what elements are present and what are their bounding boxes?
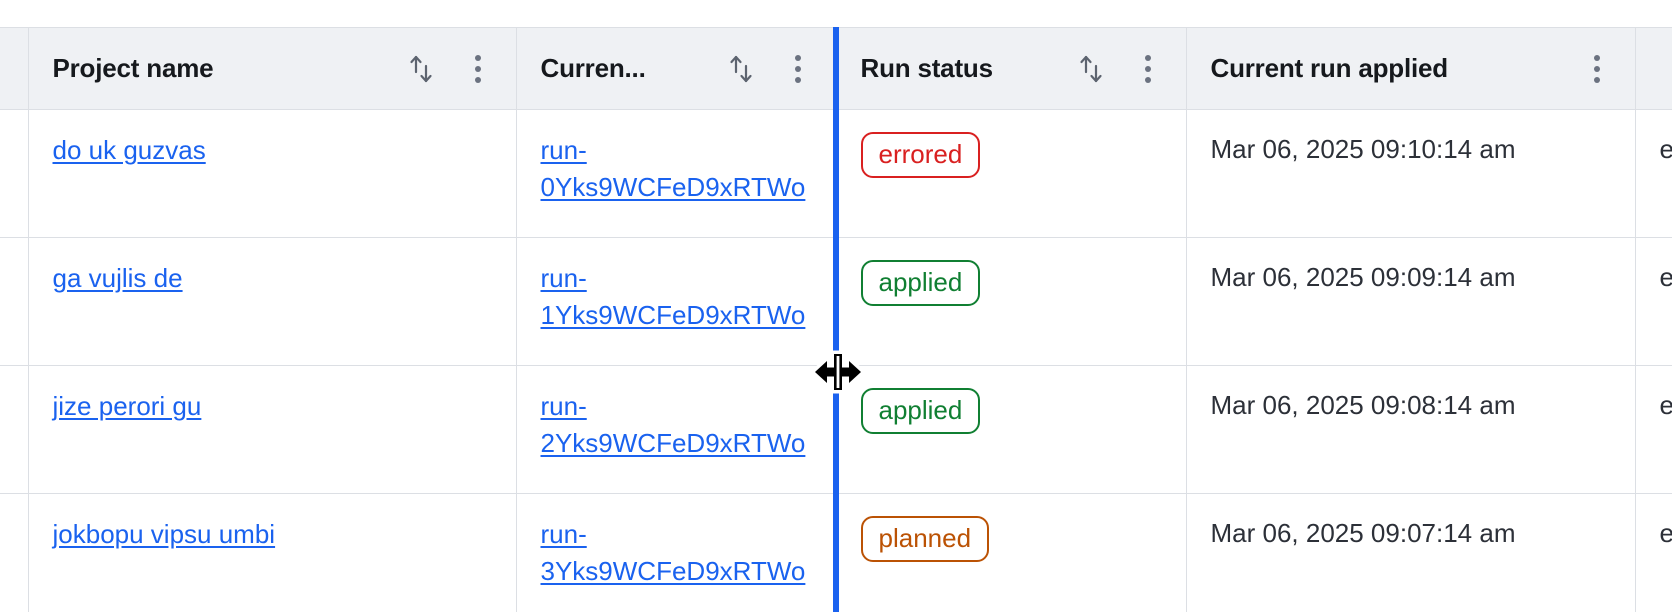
project-name-link[interactable]: jize perori gu <box>52 391 202 421</box>
table-body: do uk guzvas run-0Yks9WCFeD9xRTWo errore… <box>0 109 1672 612</box>
next-column-text: e <box>1659 518 1672 548</box>
column-header-label-current-run-applied: Current run applied <box>1210 53 1448 83</box>
status-badge: applied <box>860 388 981 434</box>
next-column-text: e <box>1659 134 1672 164</box>
current-run-link[interactable]: run-1Yks9WCFeD9xRTWo <box>540 263 806 330</box>
current-run-link[interactable]: run-0Yks9WCFeD9xRTWo <box>540 135 806 202</box>
row-select-cell[interactable] <box>0 109 29 238</box>
column-header-run-status[interactable]: Run status <box>836 27 1187 110</box>
cell-run-status: planned <box>836 493 1187 612</box>
cell-run-status: applied <box>836 365 1187 494</box>
cell-next: e <box>1635 365 1672 494</box>
column-header-current-run[interactable]: Curren... <box>516 27 837 110</box>
column-header-next[interactable]: V <box>1635 27 1672 110</box>
status-badge: planned <box>860 516 990 562</box>
row-select-cell[interactable] <box>0 237 29 366</box>
current-run-applied-text: Mar 06, 2025 09:09:14 am <box>1210 262 1516 292</box>
current-run-link[interactable]: run-3Yks9WCFeD9xRTWo <box>540 519 806 586</box>
current-run-applied-text: Mar 06, 2025 09:07:14 am <box>1210 518 1516 548</box>
sort-icon[interactable] <box>724 52 758 86</box>
cell-current-run: run-2Yks9WCFeD9xRTWo <box>516 365 837 494</box>
column-header-label-run-status: Run status <box>860 53 993 83</box>
column-header-label-project-name: Project name <box>52 53 214 83</box>
current-run-applied-text: Mar 06, 2025 09:08:14 am <box>1210 390 1516 420</box>
kebab-menu-icon[interactable] <box>464 52 492 86</box>
table-header: Project name <box>0 27 1672 110</box>
cell-current-run-applied: Mar 06, 2025 09:08:14 am <box>1186 365 1636 494</box>
table-row: do uk guzvas run-0Yks9WCFeD9xRTWo errore… <box>0 109 1672 238</box>
column-header-label-current-run: Curren... <box>540 53 646 83</box>
row-select-cell[interactable] <box>0 365 29 494</box>
column-header-project-name[interactable]: Project name <box>28 27 517 110</box>
table-row: ga vujlis de run-1Yks9WCFeD9xRTWo applie… <box>0 237 1672 366</box>
table-row: jize perori gu run-2Yks9WCFeD9xRTWo appl… <box>0 365 1672 494</box>
table-row: jokbopu vipsu umbi run-3Yks9WCFeD9xRTWo … <box>0 493 1672 612</box>
table-header-row: Project name <box>0 27 1672 110</box>
cell-next: e <box>1635 493 1672 612</box>
current-run-link[interactable]: run-2Yks9WCFeD9xRTWo <box>540 391 806 458</box>
next-column-text: e <box>1659 390 1672 420</box>
sort-icon[interactable] <box>1074 52 1108 86</box>
kebab-menu-icon[interactable] <box>1134 52 1162 86</box>
cell-run-status: applied <box>836 237 1187 366</box>
cell-next: e <box>1635 237 1672 366</box>
cell-next: e <box>1635 109 1672 238</box>
cell-current-run-applied: Mar 06, 2025 09:07:14 am <box>1186 493 1636 612</box>
row-select-cell[interactable] <box>0 493 29 612</box>
kebab-menu-icon[interactable] <box>784 52 812 86</box>
status-badge: errored <box>860 132 981 178</box>
cell-project-name: jokbopu vipsu umbi <box>28 493 517 612</box>
project-name-link[interactable]: jokbopu vipsu umbi <box>52 519 276 549</box>
cell-current-run: run-3Yks9WCFeD9xRTWo <box>516 493 837 612</box>
cell-current-run-applied: Mar 06, 2025 09:09:14 am <box>1186 237 1636 366</box>
next-column-text: e <box>1659 262 1672 292</box>
projects-table: Project name <box>0 27 1672 612</box>
column-header-current-run-applied[interactable]: Current run applied <box>1186 27 1636 110</box>
kebab-menu-icon[interactable] <box>1583 52 1611 86</box>
cell-current-run: run-1Yks9WCFeD9xRTWo <box>516 237 837 366</box>
cell-project-name: do uk guzvas <box>28 109 517 238</box>
current-run-applied-text: Mar 06, 2025 09:10:14 am <box>1210 134 1516 164</box>
status-badge: applied <box>860 260 981 306</box>
cell-current-run: run-0Yks9WCFeD9xRTWo <box>516 109 837 238</box>
cell-project-name: jize perori gu <box>28 365 517 494</box>
project-name-link[interactable]: do uk guzvas <box>52 135 206 165</box>
project-name-link[interactable]: ga vujlis de <box>52 263 183 293</box>
column-header-select[interactable] <box>0 27 29 110</box>
cell-project-name: ga vujlis de <box>28 237 517 366</box>
cell-current-run-applied: Mar 06, 2025 09:10:14 am <box>1186 109 1636 238</box>
projects-table-container: Project name <box>0 27 1672 612</box>
cell-run-status: errored <box>836 109 1187 238</box>
sort-icon[interactable] <box>404 52 438 86</box>
table-top-gutter <box>0 0 1672 27</box>
